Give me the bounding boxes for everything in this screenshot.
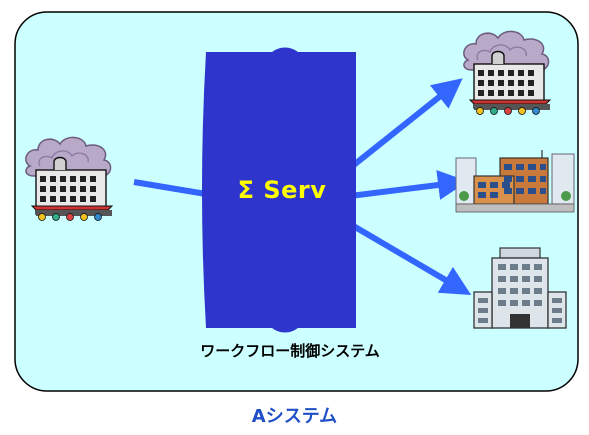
arrow-incoming: [133, 179, 213, 198]
arrow-to-top-building: [348, 78, 463, 171]
office-complex-icon: [455, 150, 575, 213]
server-block: [202, 47, 356, 333]
tower-building-icon: [473, 247, 567, 329]
server-label: Σ Serv: [237, 176, 327, 204]
clouded-building-icon: [463, 30, 551, 116]
server-caption: ワークフロー制御システム: [200, 342, 380, 360]
arrow-to-middle-building: [349, 170, 468, 200]
system-label: Aシステム: [251, 406, 338, 427]
clouded-building-icon: [25, 136, 113, 222]
arrow-to-bottom-building: [348, 221, 472, 296]
